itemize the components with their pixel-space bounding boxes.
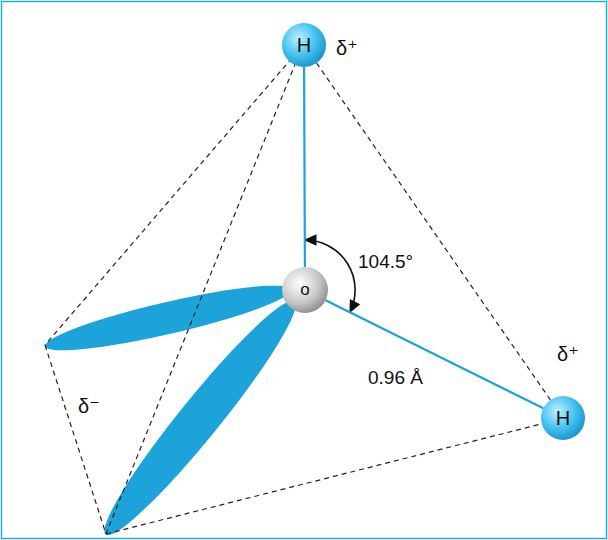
oxygen-atom: o — [282, 267, 328, 313]
atom-box: o — [282, 267, 328, 313]
hydrogen-atom: H — [541, 396, 585, 440]
atom-box: H — [541, 396, 585, 440]
covalent-bond — [303, 67, 306, 267]
hydrogen-atom: H — [282, 23, 326, 67]
partial-charge: δ⁺ — [336, 38, 358, 58]
atom-symbol: o — [300, 280, 309, 300]
lone-pair-lobe — [90, 289, 310, 540]
partial-charge: δ⁺ — [557, 344, 579, 364]
partial-charge: δ⁻ — [78, 396, 100, 416]
atom-disc — [541, 396, 585, 440]
atom-disc — [282, 23, 326, 67]
bond-length: 0.96 Å — [368, 368, 423, 387]
atom-disc — [282, 267, 328, 313]
atom-symbol: H — [556, 407, 570, 430]
atom-box: H — [282, 23, 326, 67]
tetrahedron-edge — [317, 63, 551, 400]
tetrahedron-edges — [45, 58, 541, 534]
atom-symbol: H — [297, 34, 311, 57]
bond-angle: 104.5° — [358, 252, 413, 271]
covalent-bond — [326, 300, 544, 408]
